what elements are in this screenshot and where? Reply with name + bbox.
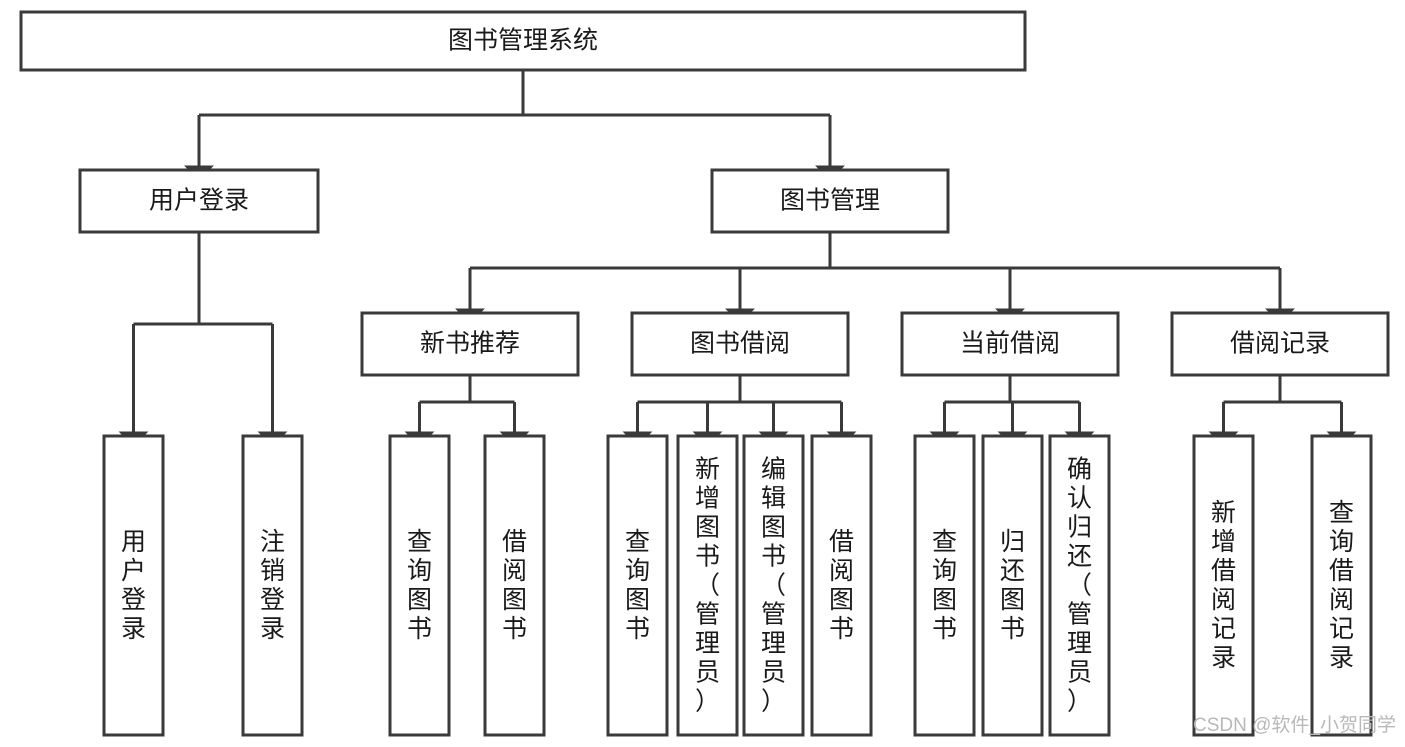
- node-leaf-user-login[interactable]: 用户登录: [102, 434, 165, 737]
- node-label-leaf-user-logout: 注销登录: [260, 528, 285, 643]
- node-leaf-query-book-3[interactable]: 查询图书: [913, 434, 976, 737]
- node-box-leaf-query-record[interactable]: [1310, 434, 1373, 737]
- node-label-leaf-confirm-return: 确认归还（管理员）: [1067, 456, 1092, 716]
- node-label-book-manage: 图书管理: [780, 187, 880, 215]
- node-box-leaf-query-book-3[interactable]: [913, 434, 976, 737]
- node-label-leaf-query-record: 查询借阅记录: [1329, 499, 1354, 672]
- csdn-watermark: CSDN @软件_小贺同学: [1193, 714, 1396, 736]
- node-box-current-borrow[interactable]: [900, 311, 1120, 377]
- node-leaf-borrow-book-1[interactable]: 借阅图书: [483, 434, 546, 737]
- node-leaf-query-book-2[interactable]: 查询图书: [606, 434, 669, 737]
- node-leaf-query-record[interactable]: 查询借阅记录: [1310, 434, 1373, 737]
- nodes-layer: 图书管理系统用户登录用户登录注销登录图书管理新书推荐查询图书借阅图书图书借阅查询…: [19, 10, 1390, 737]
- node-current-borrow[interactable]: 当前借阅: [900, 311, 1120, 377]
- node-box-leaf-edit-book[interactable]: [742, 434, 805, 737]
- node-box-leaf-user-logout[interactable]: [241, 434, 304, 737]
- node-label-leaf-query-book-2: 查询图书: [625, 528, 650, 643]
- node-book-manage[interactable]: 图书管理: [710, 168, 950, 234]
- node-borrow-record[interactable]: 借阅记录: [1170, 311, 1390, 377]
- node-box-leaf-borrow-book-2[interactable]: [810, 434, 873, 737]
- node-label-leaf-borrow-book-2: 借阅图书: [829, 528, 854, 643]
- node-label-new-book-recommend: 新书推荐: [420, 330, 520, 358]
- node-new-book-recommend[interactable]: 新书推荐: [360, 311, 580, 377]
- node-box-new-book-recommend[interactable]: [360, 311, 580, 377]
- node-root[interactable]: 图书管理系统: [19, 10, 1027, 72]
- node-label-leaf-borrow-book-1: 借阅图书: [502, 528, 527, 643]
- node-label-leaf-query-book-1: 查询图书: [407, 528, 432, 643]
- node-box-leaf-add-book[interactable]: [676, 434, 739, 737]
- node-box-user-login[interactable]: [78, 168, 320, 234]
- node-leaf-add-record[interactable]: 新增借阅记录: [1192, 434, 1255, 737]
- node-label-leaf-edit-book: 编辑图书（管理员）: [761, 456, 786, 716]
- node-label-leaf-add-book: 新增图书（管理员）: [695, 456, 720, 716]
- node-label-root: 图书管理系统: [448, 27, 598, 55]
- node-box-leaf-confirm-return[interactable]: [1048, 434, 1111, 737]
- node-box-leaf-query-book-2[interactable]: [606, 434, 669, 737]
- node-label-borrow-record: 借阅记录: [1230, 330, 1330, 358]
- edges-layer: [118, 70, 1357, 447]
- node-box-leaf-query-book-1[interactable]: [388, 434, 451, 737]
- node-label-leaf-return-book: 归还图书: [1000, 528, 1025, 643]
- node-box-leaf-add-record[interactable]: [1192, 434, 1255, 737]
- node-box-book-manage[interactable]: [710, 168, 950, 234]
- node-leaf-edit-book[interactable]: 编辑图书（管理员）: [742, 434, 805, 737]
- node-label-current-borrow: 当前借阅: [960, 330, 1060, 358]
- node-box-borrow-record[interactable]: [1170, 311, 1390, 377]
- node-label-book-borrow: 图书借阅: [690, 330, 790, 358]
- node-label-leaf-query-book-3: 查询图书: [932, 528, 957, 643]
- node-box-root[interactable]: [19, 10, 1027, 72]
- node-label-leaf-user-login: 用户登录: [121, 528, 146, 643]
- node-label-leaf-add-record: 新增借阅记录: [1211, 499, 1236, 672]
- node-leaf-user-logout[interactable]: 注销登录: [241, 434, 304, 737]
- node-box-book-borrow[interactable]: [630, 311, 850, 377]
- node-box-leaf-user-login[interactable]: [102, 434, 165, 737]
- node-box-leaf-borrow-book-1[interactable]: [483, 434, 546, 737]
- node-leaf-add-book[interactable]: 新增图书（管理员）: [676, 434, 739, 737]
- node-leaf-borrow-book-2[interactable]: 借阅图书: [810, 434, 873, 737]
- node-box-leaf-return-book[interactable]: [981, 434, 1044, 737]
- node-leaf-confirm-return[interactable]: 确认归还（管理员）: [1048, 434, 1111, 737]
- node-user-login[interactable]: 用户登录: [78, 168, 320, 234]
- node-book-borrow[interactable]: 图书借阅: [630, 311, 850, 377]
- node-leaf-query-book-1[interactable]: 查询图书: [388, 434, 451, 737]
- node-label-user-login: 用户登录: [149, 187, 249, 215]
- node-leaf-return-book[interactable]: 归还图书: [981, 434, 1044, 737]
